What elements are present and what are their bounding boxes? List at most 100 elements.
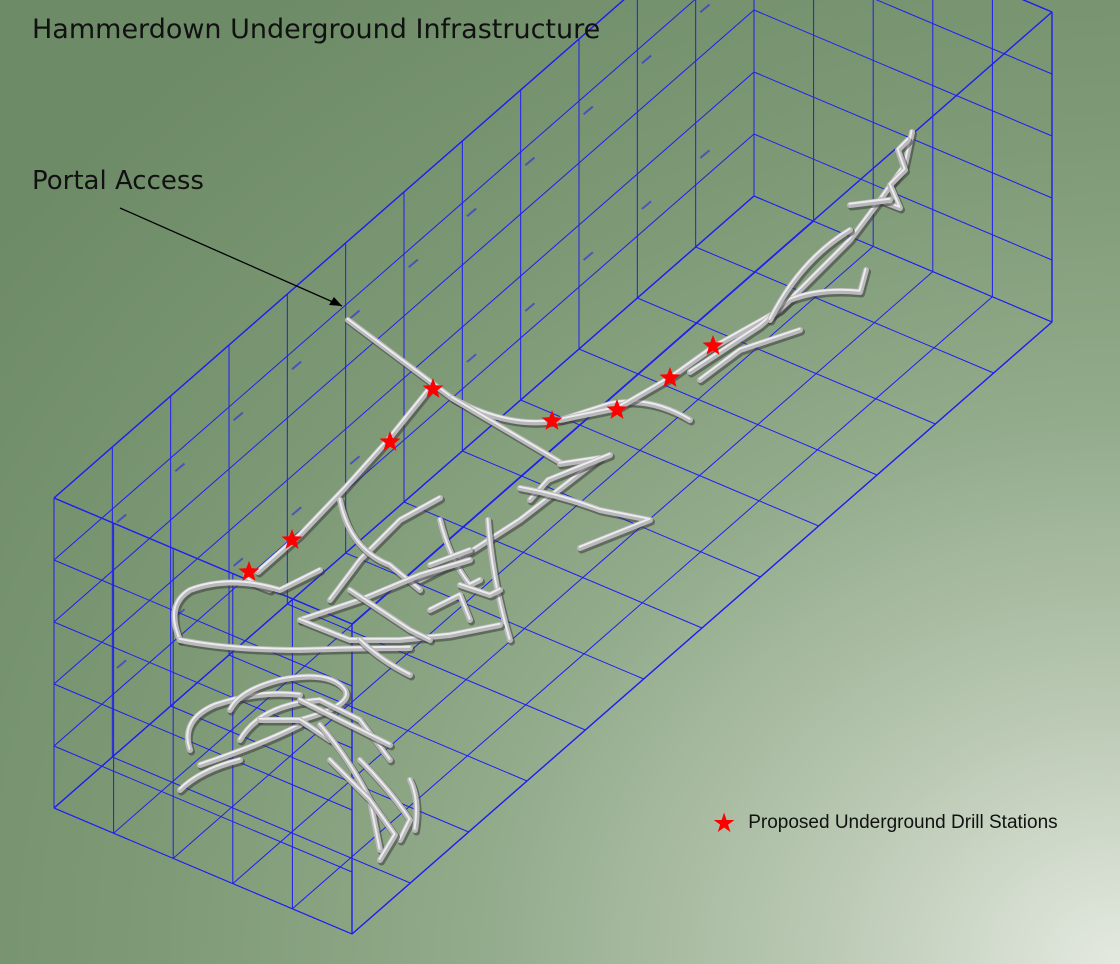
tunnel-highlight <box>238 697 391 760</box>
drill-station-star <box>422 378 444 398</box>
tunnel-highlight <box>698 327 801 380</box>
tunnel-highlight <box>348 587 431 640</box>
tunnel-segment <box>687 267 869 375</box>
grid-tick <box>291 506 302 516</box>
grid-line <box>53 0 696 561</box>
tunnel-highlight <box>338 497 421 590</box>
tunnel-highlight <box>256 385 431 572</box>
tunnel-highlight <box>328 495 441 600</box>
tunnel-segment <box>177 757 243 793</box>
grid-line <box>753 133 1053 261</box>
grid-line <box>53 9 755 623</box>
portal-access-label: Portal Access <box>32 166 204 196</box>
portal-access-arrow <box>119 207 343 307</box>
tunnel-highlight <box>878 137 909 208</box>
grid-line <box>695 246 994 374</box>
tunnel-highlight <box>458 582 501 595</box>
grid-line <box>112 756 411 884</box>
tunnel-highlight <box>450 395 561 462</box>
drill-station-star <box>238 561 260 581</box>
diagram-title: Hammerdown Underground Infrastructure <box>32 14 601 45</box>
box-edge <box>351 321 1053 935</box>
tunnel-highlight <box>178 637 411 650</box>
drill-station-star <box>541 410 563 430</box>
tunnel-highlight <box>486 517 511 640</box>
tunnel-highlight <box>186 691 301 750</box>
tunnel-segment <box>197 722 303 768</box>
tunnel-segment <box>427 547 473 568</box>
legend: ★ Proposed Underground Drill Stations <box>712 806 1058 840</box>
tunnel-segment <box>327 495 443 603</box>
grid-line <box>53 683 353 811</box>
box-edge <box>53 497 353 625</box>
portal-access-arrowhead <box>329 297 342 306</box>
red-star-icon: ★ <box>712 807 737 839</box>
grid-tick <box>232 411 244 422</box>
grid-tick <box>641 200 652 210</box>
grid-tick <box>233 557 244 567</box>
tunnel-highlight <box>358 637 411 675</box>
drill-station-star <box>606 399 628 419</box>
grid-tick <box>524 302 536 312</box>
grid-tick <box>408 258 419 269</box>
grid-tick <box>349 309 361 320</box>
grid-line <box>53 745 353 873</box>
box-edge <box>53 0 625 499</box>
grid-tick <box>116 659 127 669</box>
grid-tick <box>583 251 594 261</box>
grid-tick <box>466 207 477 218</box>
grid-tick <box>466 353 477 363</box>
tunnel-segment <box>297 557 473 623</box>
tunnel-highlight <box>258 717 331 740</box>
drill-station-star <box>379 431 401 451</box>
grid-line <box>292 296 993 910</box>
grid-line <box>53 807 353 935</box>
grid-line <box>753 71 1053 199</box>
tunnel-highlight <box>198 722 301 765</box>
grid-line <box>53 133 755 747</box>
tunnel-segment <box>177 637 413 653</box>
drill-station-star <box>702 335 724 355</box>
grid-line <box>228 654 528 782</box>
grid-line <box>637 297 936 425</box>
tunnel-segment <box>517 485 653 551</box>
grid-tick <box>699 149 711 159</box>
grid-line <box>875 0 1053 75</box>
box-edge <box>351 11 1053 625</box>
tunnel-highlight <box>298 617 501 640</box>
tunnel-highlight <box>428 547 471 565</box>
grid-line <box>53 559 353 687</box>
drill-station-star <box>281 529 303 549</box>
grid-tick <box>641 54 652 65</box>
grid-tick <box>349 455 361 465</box>
legend-label: Proposed Underground Drill Stations <box>748 812 1058 833</box>
grid-line <box>578 348 878 476</box>
tunnel-highlight <box>428 592 471 620</box>
tunnel-segment <box>697 327 803 383</box>
tunnel-highlight <box>848 197 891 205</box>
grid-tick <box>524 156 536 167</box>
tunnel-highlight <box>688 267 867 372</box>
grid-tick <box>583 105 594 116</box>
grid-line <box>753 9 1053 137</box>
grid-tick <box>116 513 127 524</box>
tunnel-highlight <box>178 757 241 790</box>
tunnel-segment <box>847 197 893 208</box>
grid-tick <box>291 360 302 371</box>
grid-line <box>753 195 1053 323</box>
tunnel-highlight <box>298 697 391 745</box>
tunnel-highlight <box>172 567 321 640</box>
tunnel-highlight <box>328 757 396 860</box>
grid-line <box>287 603 586 731</box>
grid-line <box>403 501 703 629</box>
drill-station-star <box>659 367 681 387</box>
tunnel-highlight <box>518 485 651 548</box>
tunnel-highlight <box>228 674 347 720</box>
grid-line <box>53 71 755 685</box>
tunnel-highlight <box>298 557 471 620</box>
tunnel-highlight <box>408 777 418 830</box>
